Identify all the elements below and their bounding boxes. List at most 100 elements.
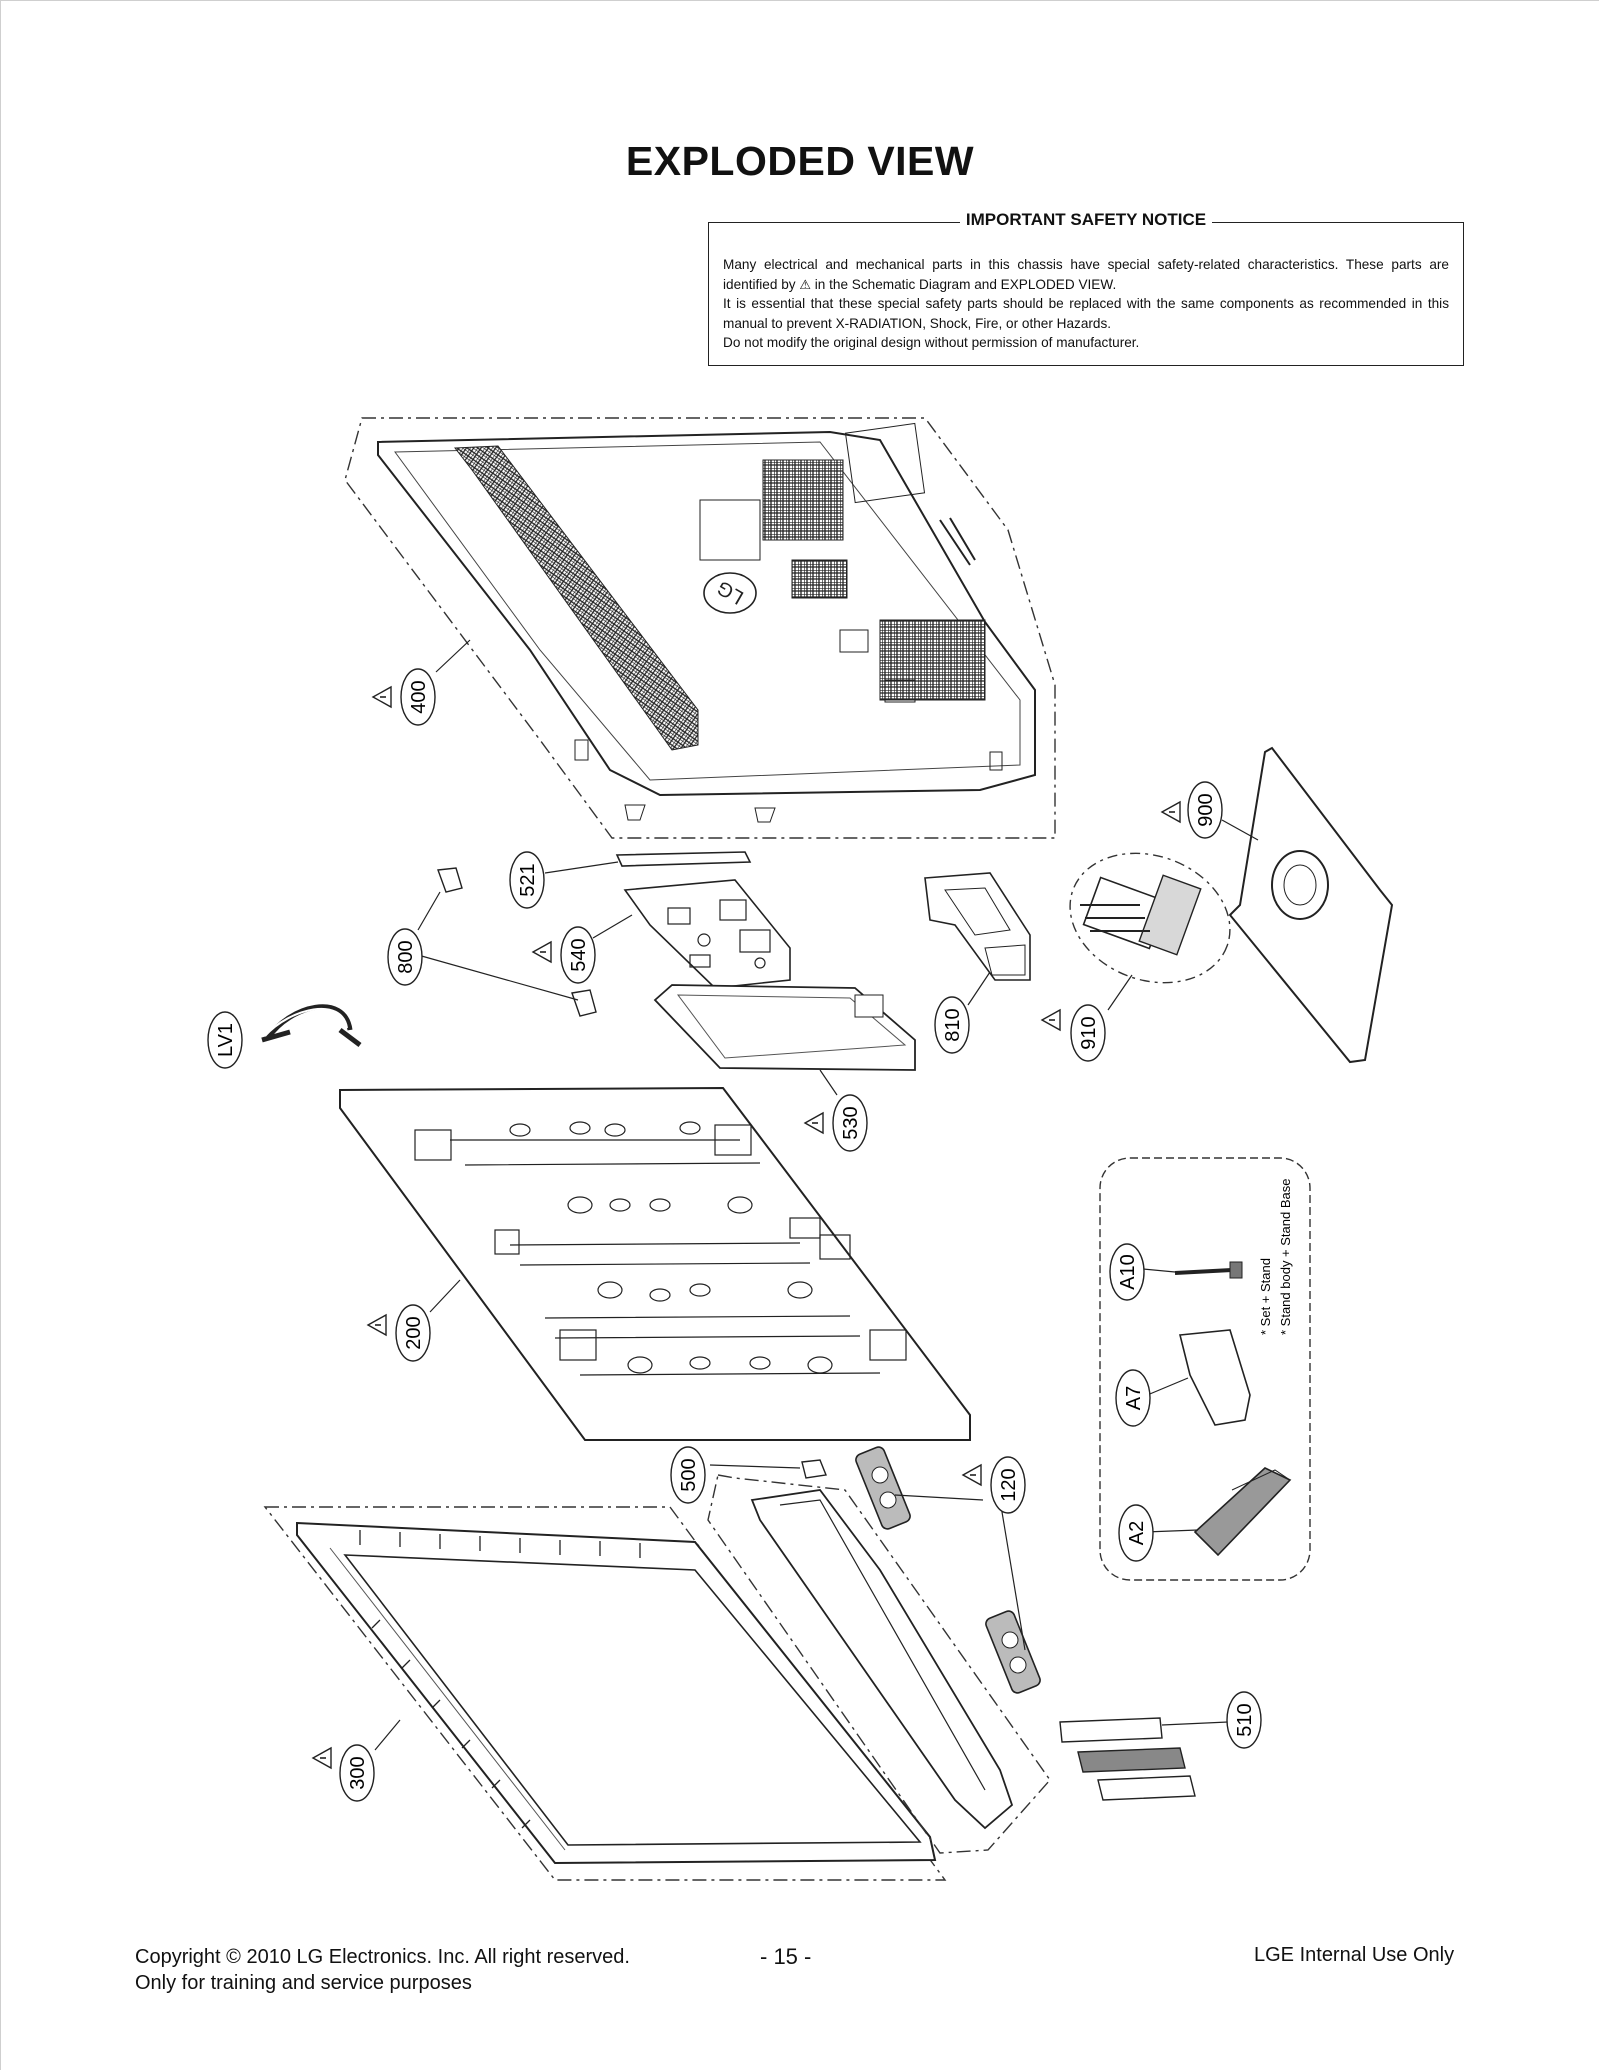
footer-purpose: Only for training and service purposes: [135, 1972, 472, 1994]
leader-lines: [374, 639, 1259, 1751]
main-board-540: [623, 879, 791, 989]
callout-510: 510: [1226, 1691, 1262, 1749]
front-cabinet-group: [263, 1506, 947, 1881]
part-label-800: 800: [395, 940, 417, 973]
bottom-cover-dashed-boundary: [707, 1474, 1051, 1854]
back-cover-grille-bottom: [879, 619, 986, 701]
callout-910: 910: [1070, 1004, 1106, 1062]
back-cover-panel: [377, 430, 1036, 797]
callout-540: 540: [560, 926, 596, 984]
callout-810: 810: [934, 996, 970, 1054]
part-label-120: 120: [998, 1468, 1020, 1501]
callout-530: 530: [832, 1094, 868, 1152]
footer-copyright: Copyright © 2010 LG Electronics. Inc. Al…: [135, 1946, 630, 1968]
warning-triangle-icon: [1040, 1008, 1061, 1032]
safety-notice-heading: IMPORTANT SAFETY NOTICE: [709, 210, 1463, 230]
leader-a10: [1142, 1268, 1176, 1273]
part-label-510: 510: [1234, 1703, 1256, 1736]
part-label-540: 540: [568, 938, 590, 971]
part-label-a2: A2: [1126, 1521, 1148, 1545]
callout-a7: A7: [1115, 1369, 1151, 1427]
warning-triangle-icon: [366, 1313, 387, 1337]
callout-900: 900: [1187, 781, 1223, 839]
key-board-510-upper: [1059, 1717, 1163, 1743]
callout-lv1: LV1: [207, 1011, 243, 1069]
stand-note-set: * Set + Stand: [1258, 1258, 1273, 1335]
leader-200: [429, 1279, 461, 1313]
key-board-group: [1059, 1717, 1196, 1801]
safety-notice-box: IMPORTANT SAFETY NOTICE Many electrical …: [708, 210, 1464, 366]
part-label-lv1: LV1: [215, 1023, 237, 1057]
callout-400: 400: [400, 668, 436, 726]
warning-triangle-icon: [961, 1463, 982, 1487]
bracket-810: [924, 872, 1031, 981]
leader-540: [592, 914, 633, 939]
bottom-cover-part: [750, 1489, 1014, 1830]
safety-notice-body: Many electrical and mechanical parts in …: [723, 255, 1449, 353]
callout-a10: A10: [1109, 1243, 1145, 1301]
leader-a7: [1144, 1377, 1189, 1397]
leader-120-upper: [894, 1494, 984, 1501]
part-label-900: 900: [1195, 793, 1217, 826]
lvds-cable-lv1: [261, 1004, 362, 1047]
warning-triangle-icon: [1160, 800, 1181, 824]
warning-triangle-icon: [531, 940, 552, 964]
safety-triangles: [311, 685, 1181, 1770]
safety-notice-line1: Many electrical and mechanical parts in …: [723, 257, 1449, 292]
footer-page-number: - 15 -: [760, 1944, 812, 1969]
speakers-group: [855, 1446, 1041, 1694]
leader-800-top: [417, 891, 441, 931]
leader-300: [374, 1719, 401, 1751]
leader-810: [967, 971, 991, 1006]
key-board-510-middle: [1077, 1747, 1186, 1773]
callouts: 400 900 521 800 540 LV1 810 910: [207, 668, 1262, 1802]
stand-neck-a2: [1193, 1467, 1292, 1557]
warning-triangle-icon: [311, 1746, 332, 1770]
speaker-upper: [855, 1446, 911, 1530]
warning-triangle-icon: ⚠: [799, 276, 811, 292]
part-label-910: 910: [1078, 1016, 1100, 1049]
part-label-521: 521: [517, 863, 539, 896]
bracket-a7: [1178, 1329, 1251, 1426]
front-cabinet-dashed-boundary: [263, 1506, 947, 1881]
safety-notice-line2: It is essential that these special safet…: [723, 296, 1449, 331]
leader-400: [435, 639, 471, 673]
leader-530: [819, 1069, 838, 1096]
stand-body-dashed-outline: [1069, 852, 1231, 984]
footer-left: Copyright © 2010 LG Electronics. Inc. Al…: [135, 1944, 630, 1996]
callout-521: 521: [509, 851, 545, 909]
screw-a10: [1174, 1268, 1233, 1275]
callout-800: 800: [387, 928, 423, 986]
part-label-400: 400: [408, 680, 430, 713]
clip-800-bottom: [571, 989, 597, 1017]
leader-120-lower: [999, 1499, 1026, 1651]
back-cover-grille-mid: [791, 559, 848, 599]
callout-120: 120: [990, 1456, 1026, 1514]
warning-triangle-icon: [371, 685, 392, 709]
clip-800-top: [437, 867, 463, 893]
back-cover-group: LG: [344, 417, 1056, 839]
lcd-module-group: [339, 1086, 971, 1441]
bottom-cover-group: [707, 1459, 1051, 1854]
part-label-a7: A7: [1123, 1386, 1145, 1410]
leader-800-bottom: [417, 954, 579, 1001]
part-label-300: 300: [347, 1756, 369, 1789]
stand-body-group: [1069, 852, 1231, 984]
bracket-521: [615, 851, 752, 867]
leader-500: [709, 1464, 801, 1469]
part-label-200: 200: [403, 1316, 425, 1349]
back-cover-grille-top: [762, 459, 844, 541]
stand-accessory-dashed-box: [1099, 1157, 1311, 1581]
leader-521: [544, 861, 619, 874]
stand-base-group: [1228, 746, 1394, 1064]
page-title: EXPLODED VIEW: [625, 138, 975, 184]
safety-notice-line3: Do not modify the original design withou…: [723, 335, 1140, 350]
callout-500: 500: [670, 1446, 706, 1504]
leader-a2: [1144, 1529, 1199, 1533]
warning-triangle-icon: [803, 1111, 824, 1135]
footer-internal: LGE Internal Use Only: [1254, 1944, 1455, 1966]
mid-parts-group: [261, 851, 1031, 1071]
stand-note-body: * Stand body + Stand Base: [1278, 1179, 1293, 1335]
stand-accessory-group: [1099, 1157, 1311, 1581]
